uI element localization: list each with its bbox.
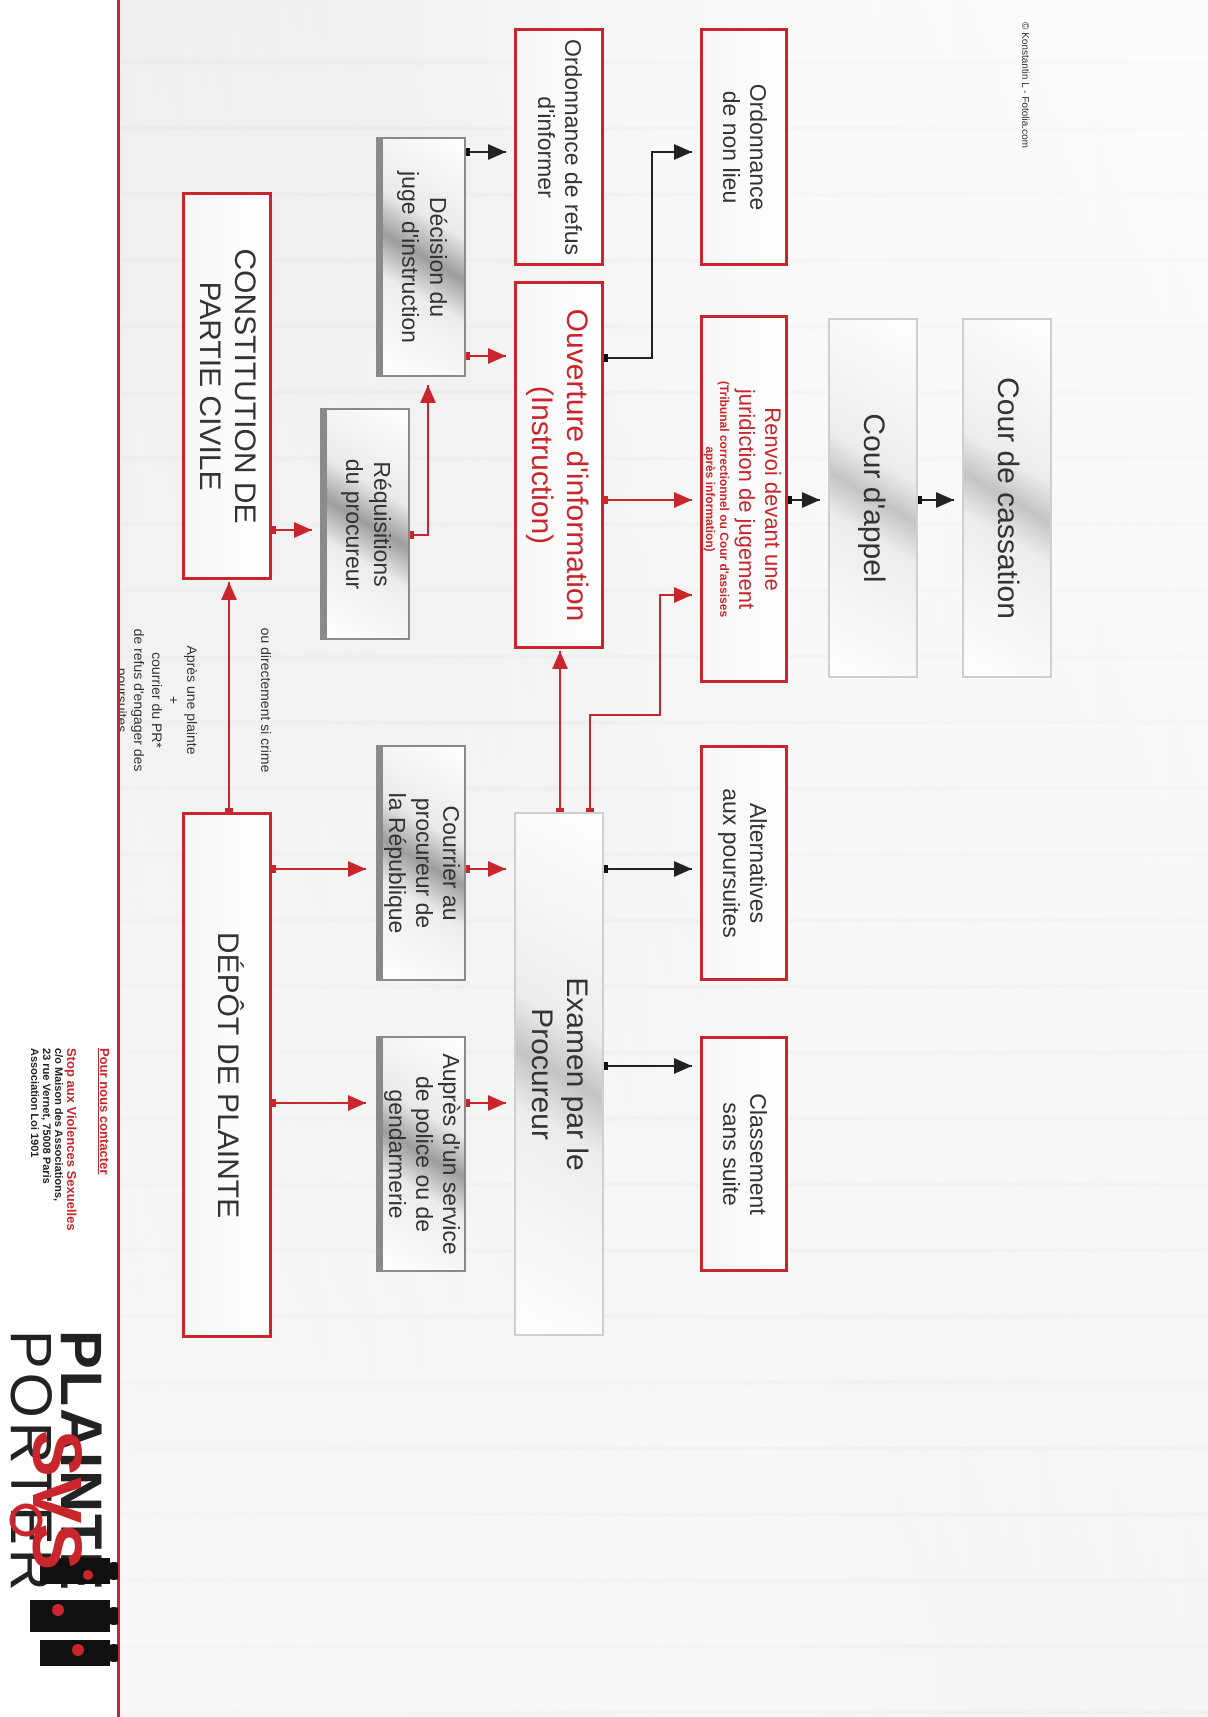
node-renvoi-juridiction: Renvoi devant une juridiction de jugemen… — [700, 315, 788, 683]
node-constitution-partie-civile: CONSTITUTION DE PARTIE CIVILE — [182, 192, 272, 580]
node-ordonnance-refus: Ordonnance de refus d'informer — [514, 28, 604, 266]
node-alternatives-poursuites: Alternatives aux poursuites — [700, 745, 788, 981]
arrow-requisitions-decision — [410, 385, 436, 536]
node-ouverture-information: Ouverture d'information (Instruction) — [514, 281, 604, 649]
address-line: Association Loi 1901 — [28, 1048, 40, 1158]
renvoi-subtitle: (Tribunal correctionnel ou Cour d'assise… — [703, 380, 732, 618]
node-classement-sans-suite: Classement sans suite — [700, 1036, 788, 1272]
gender-symbol-icon — [9, 1503, 43, 1537]
node-cour-cassation: Cour de cassation — [962, 318, 1052, 678]
node-examen-procureur: Examen par le Procureur — [514, 812, 604, 1336]
node-aupres-police: Auprès d'un service de police ou de gend… — [376, 1036, 466, 1272]
address-line: c/o Maison des Associations, — [52, 1048, 64, 1202]
photo-credit: © Konstantin L - Fotolia.com — [1019, 22, 1030, 148]
annotation-si-crime: ou directement si crime — [258, 627, 274, 773]
arrow-ouverture-nonlieu — [604, 144, 692, 359]
annotation-apres-plainte: Après une plainte + courrier du PR* de r… — [114, 628, 200, 772]
node-ordonnance-non-lieu: Ordonnance de non lieu — [700, 28, 788, 266]
node-cour-appel: Cour d'appel — [828, 318, 918, 678]
association-name: Stop aux Violences Sexuelles — [64, 1048, 79, 1231]
arrow-examen-renvoi — [589, 587, 692, 812]
flowchart-connectors — [221, 144, 954, 1111]
node-requisitions: Réquisitions du procureur — [320, 408, 410, 640]
figures-icon — [30, 1558, 118, 1666]
address-line: 23 rue Vernet, 75008 Paris — [40, 1048, 52, 1184]
contact-title[interactable]: Pour nous contacter — [97, 1048, 112, 1175]
svs-logo-text: SVS — [18, 1430, 96, 1570]
node-decision-juge: Décision du juge d'instruction — [376, 137, 466, 377]
node-depot-de-plainte: DÉPÔT DE PLAINTE — [182, 812, 272, 1338]
flowchart-area: DÉPÔT DE PLAINTE CONSTITUTION DE PARTIE C… — [47, 0, 1208, 1717]
contact-block: Pour nous contacter Stop aux Violences Se… — [28, 1048, 112, 1338]
svs-logo: SVS — [9, 1430, 118, 1666]
node-courrier-procureur: Courrier au procureur de la République — [376, 745, 466, 981]
renvoi-title: Renvoi devant une juridiction de jugemen… — [734, 388, 786, 610]
